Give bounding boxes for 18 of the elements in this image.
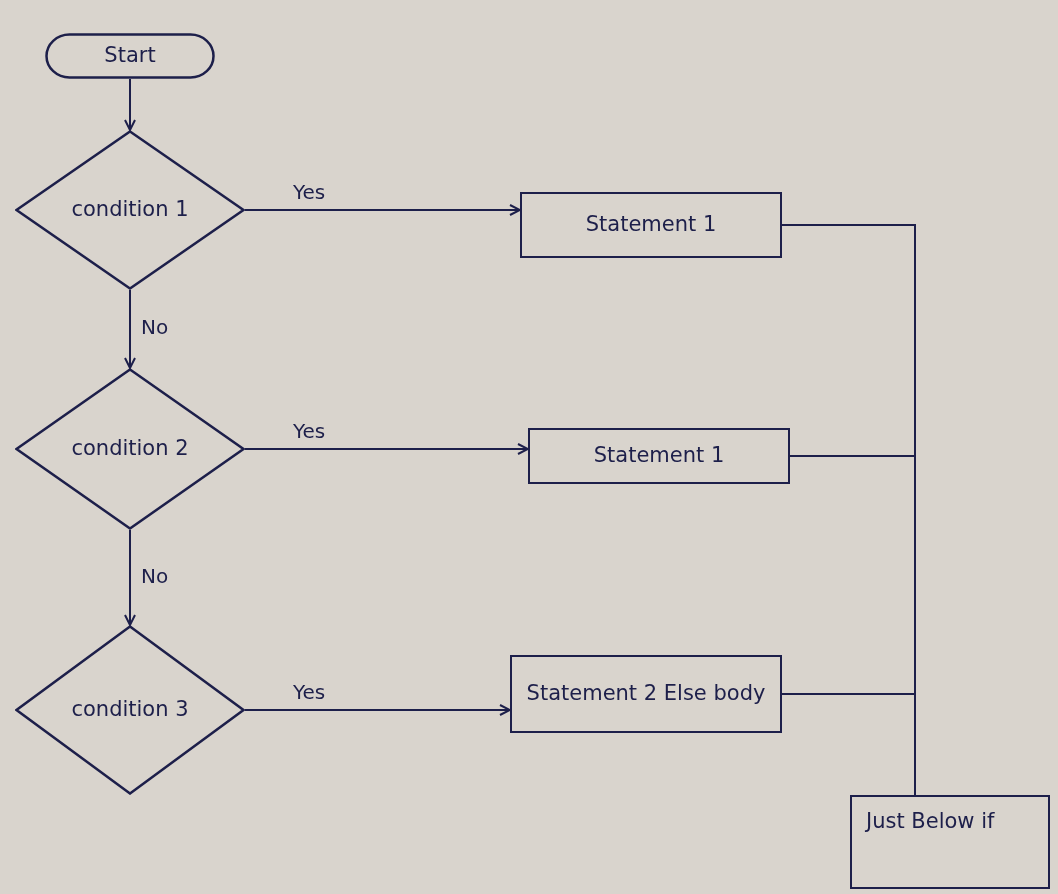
process-box — [520, 192, 782, 258]
connector-arrow — [244, 204, 521, 216]
condition-text: condition 3 — [70, 697, 190, 723]
connector-arrow — [124, 78, 136, 131]
process-box — [528, 428, 790, 484]
node-text: Start — [103, 43, 157, 69]
connector-arrow — [244, 704, 511, 716]
condition-text: condition 1 — [70, 197, 190, 223]
node-text: Just Below if — [864, 809, 996, 835]
node-text: Statement 1 — [592, 443, 726, 469]
connector-arrow — [124, 289, 136, 369]
process-box — [510, 655, 782, 733]
connector-arrow — [124, 529, 136, 626]
node-text: Statement 2 Else body — [525, 681, 767, 707]
condition-text: condition 2 — [70, 436, 190, 462]
connector-arrow — [244, 443, 529, 455]
process-box — [850, 795, 1050, 889]
node-text: Statement 1 — [584, 212, 718, 238]
